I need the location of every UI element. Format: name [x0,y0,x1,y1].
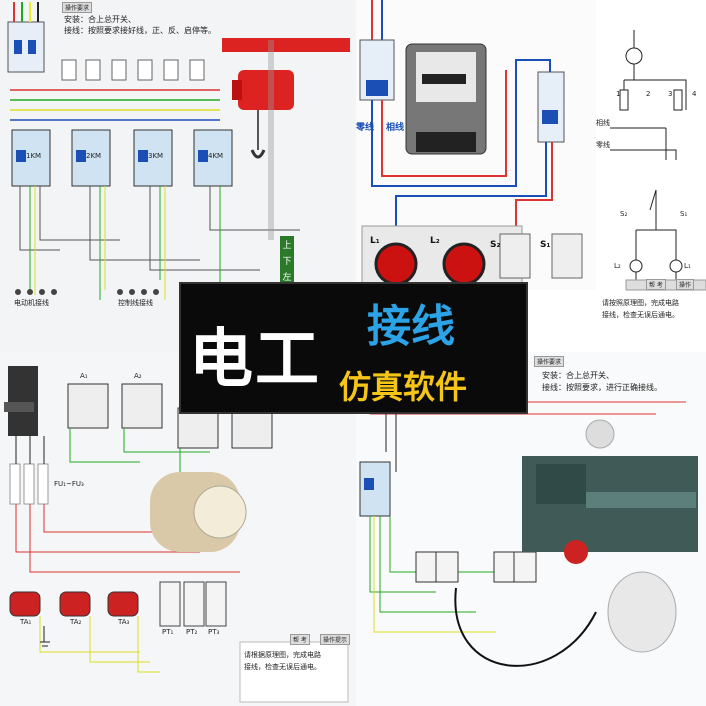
schematic-live-label: 相线 [596,119,610,127]
lamp-l2-label: L₂ [430,236,440,246]
title-banner: 电工 接线 仿真软件 [179,282,528,414]
neutral-label: 零线 [356,123,375,133]
live-label: 相线 [386,123,405,133]
lathe-diagram [359,392,698,667]
banner-title: 电工 [189,322,321,397]
tab-operation-requirements[interactable]: 操作要求 [62,2,93,13]
schematic-tab-operate[interactable]: 操作 [676,279,695,290]
contactor-label-2: 2KM [86,152,102,160]
motor-wiring-diagram [7,2,350,310]
schematic-neutral-label: 零线 [596,141,610,149]
schematic-panel: 1 2 3 4 相线 零线 S₂ S₁ L₂ L₁ 帮 考 操作 请按照原理图，… [596,0,706,352]
transformer-tab-tips[interactable]: 操作提示 [320,634,351,645]
terminal-4: 4 [692,90,697,98]
terminal-3: 3 [668,90,673,98]
meter-a1-label: A₁ [80,372,88,380]
ct-label-2: TA₂ [70,618,82,626]
terminal-2: 2 [646,90,651,98]
contactor-label-4: 4KM [208,152,224,160]
fuse-label: FU₁~FU₃ [54,480,84,488]
contactor-label-1: 1KM [26,152,42,160]
lamp-l1-label: L₁ [370,236,380,246]
ct-label-1: TA₁ [20,618,32,626]
schematic-s1-label: S₁ [680,210,688,218]
motor-terminal-label: 电动机接线 [14,299,49,307]
crane-up-button[interactable]: 上 [282,241,292,251]
pt-label-1: PT₁ [162,628,174,636]
transformer-note-1: 请根据原理图，完成电路 [244,651,321,659]
ct-label-3: TA₃ [118,618,130,626]
contactor-label-3: 3KM [148,152,164,160]
switch-s1-label: S₁ [540,240,551,250]
banner-keyword: 接线 [367,301,455,352]
switch-s2-label: S₂ [490,240,501,250]
transformer-note-2: 接线，检查无误后通电。 [244,663,321,671]
schematic-l1-label: L₁ [684,262,691,270]
schematic-s2-label: S₂ [620,210,628,218]
meter-a2-label: A₂ [134,372,142,380]
lathe-instruction-2: 接线：按照要求，进行正确接线。 [542,383,662,392]
transformer-tab-help[interactable]: 帮 考 [290,634,310,645]
meter-wiring-diagram [359,0,583,287]
transformer-diagram [4,366,349,703]
meter-wiring-panel: 零线 相线 L₁ L₂ S₂ S₁ [356,0,596,290]
schematic-note-1: 请按照原理图，完成电路 [602,299,679,307]
motor-wiring-panel: 操作要求 安装：合上总开关、 接线：按照要求接好线，正、反、启停等。 1KM 2… [0,0,356,352]
schematic-tab-help[interactable]: 帮 考 [646,279,666,290]
crane-left-button[interactable]: 左 [282,273,292,283]
terminal-1: 1 [616,90,621,98]
control-terminal-label: 控制线接线 [118,299,153,307]
instruction-line-1: 安装：合上总开关、 [64,15,136,24]
crane-down-button[interactable]: 下 [282,257,292,267]
lathe-instruction-1: 安装：合上总开关、 [542,371,614,380]
schematic-note-2: 接线，检查无误后通电。 [602,311,679,319]
banner-subtitle: 仿真软件 [339,368,468,406]
lathe-tab-operation[interactable]: 操作要求 [534,356,565,367]
pt-label-3: PT₃ [208,628,220,636]
schematic-l2-label: L₂ [614,262,621,270]
instruction-line-2: 接线：按照要求接好线，正、反、启停等。 [64,26,216,35]
pt-label-2: PT₂ [186,628,198,636]
